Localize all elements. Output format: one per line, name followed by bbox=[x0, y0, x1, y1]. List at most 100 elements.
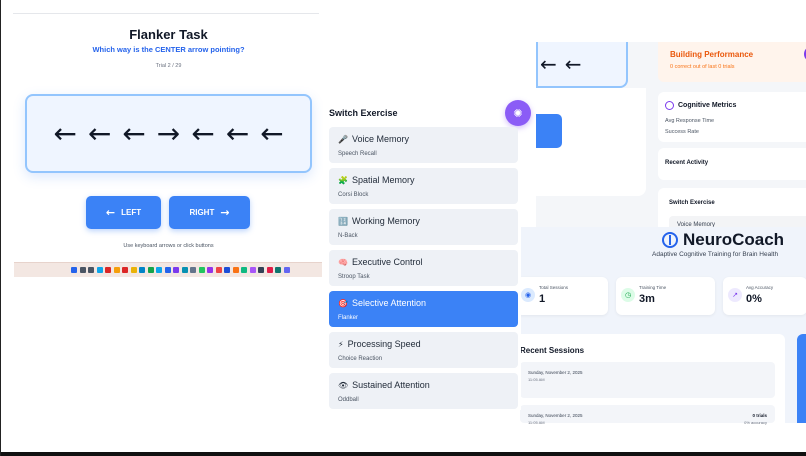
session-row[interactable]: Sunday, November 2, 2025 11:05 AM bbox=[520, 362, 775, 398]
dashboard-switch-exercise-card: Switch Exercise Voice Memory bbox=[658, 188, 806, 232]
performance-subtitle: 0 correct out of last 0 trials bbox=[670, 64, 735, 70]
trial-counter: Trial 2 / 29 bbox=[155, 63, 182, 69]
search-icon[interactable] bbox=[79, 267, 86, 273]
exercise-spatial-memory[interactable]: 🧩Spatial Memory Corsi Block bbox=[329, 168, 518, 204]
stat-value: 3m bbox=[639, 293, 655, 305]
folder-icon[interactable] bbox=[130, 267, 137, 273]
brain-icon bbox=[665, 101, 674, 110]
exercise-name: Processing Speed bbox=[347, 339, 421, 349]
neurocoach-window: NeuroCoach Adaptive Cognitive Training f… bbox=[514, 227, 806, 425]
app-icon[interactable] bbox=[258, 267, 264, 273]
app-icon[interactable] bbox=[275, 267, 281, 273]
task-view-icon[interactable] bbox=[88, 267, 94, 273]
right-button[interactable]: RIGHT → bbox=[169, 196, 250, 229]
store-icon[interactable] bbox=[105, 267, 111, 273]
keyboard-hint: Use keyboard arrows or click buttons bbox=[123, 243, 214, 249]
dashboard-arrow: ← bbox=[540, 52, 557, 76]
vscode-icon[interactable] bbox=[164, 267, 171, 273]
exercise-executive-control[interactable]: 🧠Executive Control Stroop Task bbox=[329, 250, 518, 286]
exercise-working-memory[interactable]: 🔢Working Memory N-Back bbox=[329, 209, 518, 245]
metric-success-rate: Success Rate bbox=[665, 129, 699, 135]
brain-button-partial[interactable] bbox=[804, 46, 806, 62]
app-icon[interactable] bbox=[241, 267, 247, 273]
arrow-stimulus-box: ← ← ← → ← ← ← bbox=[25, 94, 312, 173]
exercise-subtitle: Choice Reaction bbox=[338, 356, 383, 362]
sessions-icon: ◉ bbox=[521, 288, 535, 302]
exercise-subtitle: Corsi Block bbox=[338, 192, 369, 198]
app-icon[interactable] bbox=[198, 267, 205, 273]
stat-label: Avg Accuracy bbox=[746, 285, 774, 290]
exercise-selective-attention[interactable]: 🎯Selective Attention Flanker bbox=[329, 291, 518, 327]
cognitive-metrics-heading: Cognitive Metrics bbox=[665, 101, 736, 110]
exercise-subtitle: Speech Recall bbox=[338, 151, 377, 157]
exercise-voice-memory[interactable]: 🎤Voice Memory Speech Recall bbox=[329, 127, 518, 163]
left-button-label: LEFT bbox=[121, 208, 142, 217]
flanker-arrow: ← bbox=[225, 116, 250, 150]
app-icon[interactable] bbox=[232, 267, 239, 273]
app-icon[interactable] bbox=[283, 267, 290, 273]
app-icon[interactable] bbox=[215, 267, 222, 273]
session-time: 11:05 AM bbox=[528, 420, 545, 425]
session-date: Sunday, November 2, 2025 bbox=[528, 370, 583, 375]
exercise-sustained-attention[interactable]: 👁Sustained Attention Oddball bbox=[329, 373, 518, 409]
flanker-arrow: ← bbox=[122, 116, 146, 150]
chrome-icon[interactable] bbox=[147, 267, 154, 273]
windows-icon[interactable] bbox=[71, 267, 77, 273]
edge-icon[interactable] bbox=[139, 267, 145, 273]
app-icon[interactable] bbox=[249, 267, 256, 273]
session-row[interactable]: Sunday, November 2, 2025 11:05 AM 0 tria… bbox=[520, 405, 775, 425]
recent-activity-card: Recent Activity bbox=[658, 148, 806, 180]
app-icon[interactable] bbox=[266, 267, 273, 273]
stat-total-sessions: ◉ Total Sessions 1 bbox=[516, 277, 608, 315]
puzzle-icon: 🧩 bbox=[338, 175, 348, 185]
clock-icon: ◷ bbox=[621, 288, 635, 302]
exercise-subtitle: N-Back bbox=[338, 233, 358, 239]
app-icon[interactable] bbox=[122, 267, 128, 273]
screen-bottom-edge bbox=[1, 452, 806, 456]
brain-logo-icon bbox=[662, 232, 678, 248]
session-trials: 0 trials bbox=[752, 413, 767, 418]
task-question: Which way is the CENTER arrow pointing? bbox=[92, 45, 245, 54]
exercise-name: Spatial Memory bbox=[351, 175, 415, 185]
exercise-processing-speed[interactable]: ⚡Processing Speed Choice Reaction bbox=[329, 332, 518, 368]
numbers-icon: 🔢 bbox=[338, 216, 348, 226]
exercise-name: Working Memory bbox=[351, 216, 420, 226]
app-icon[interactable] bbox=[156, 267, 162, 273]
app-icon[interactable] bbox=[173, 267, 179, 273]
app-icon[interactable] bbox=[113, 267, 120, 273]
brand-name: NeuroCoach bbox=[683, 230, 785, 249]
task-title: Flanker Task bbox=[129, 27, 208, 42]
dashboard-response-button[interactable] bbox=[536, 114, 562, 148]
stat-value: 0% bbox=[746, 293, 762, 305]
exercise-subtitle: Flanker bbox=[338, 315, 359, 321]
recent-activity-title: Recent Activity bbox=[665, 160, 709, 166]
flanker-arrow: ← bbox=[87, 116, 112, 150]
eye-icon: 👁 bbox=[338, 380, 349, 390]
app-icon[interactable] bbox=[181, 267, 188, 273]
stat-value: 1 bbox=[539, 293, 546, 305]
stat-label: Training Time bbox=[639, 285, 667, 290]
session-time: 11:05 AM bbox=[528, 377, 545, 382]
switch-exercise-panel: Switch Exercise ✺ 🎤Voice Memory Speech R… bbox=[323, 90, 531, 410]
app-icon[interactable] bbox=[190, 267, 196, 273]
brain-icon: ✺ bbox=[513, 106, 523, 120]
flanker-task-window: Flanker Task Which way is the CENTER arr… bbox=[1, 0, 323, 290]
exercise-subtitle: Oddball bbox=[338, 397, 359, 403]
brand-tagline: Adaptive Cognitive Training for Brain He… bbox=[652, 251, 779, 258]
app-icon[interactable] bbox=[207, 267, 213, 273]
center-arrow: → bbox=[156, 116, 181, 150]
brain-menu-button[interactable]: ✺ bbox=[505, 100, 531, 126]
switch-exercise-title: Switch Exercise bbox=[329, 108, 398, 118]
stat-label: Total Sessions bbox=[539, 285, 569, 290]
performance-title: Building Performance bbox=[670, 50, 754, 59]
file-explorer-icon[interactable] bbox=[96, 267, 103, 273]
neurocoach-side-panel bbox=[797, 334, 806, 423]
left-button[interactable]: ← LEFT bbox=[86, 196, 161, 229]
stat-avg-accuracy: ↗ Avg Accuracy 0% bbox=[723, 277, 806, 315]
target-icon: 🎯 bbox=[338, 298, 348, 308]
right-button-label: RIGHT bbox=[189, 208, 215, 217]
session-date: Sunday, November 2, 2025 bbox=[528, 413, 583, 418]
flanker-arrow: ← bbox=[191, 116, 215, 150]
app-icon[interactable] bbox=[224, 267, 230, 273]
